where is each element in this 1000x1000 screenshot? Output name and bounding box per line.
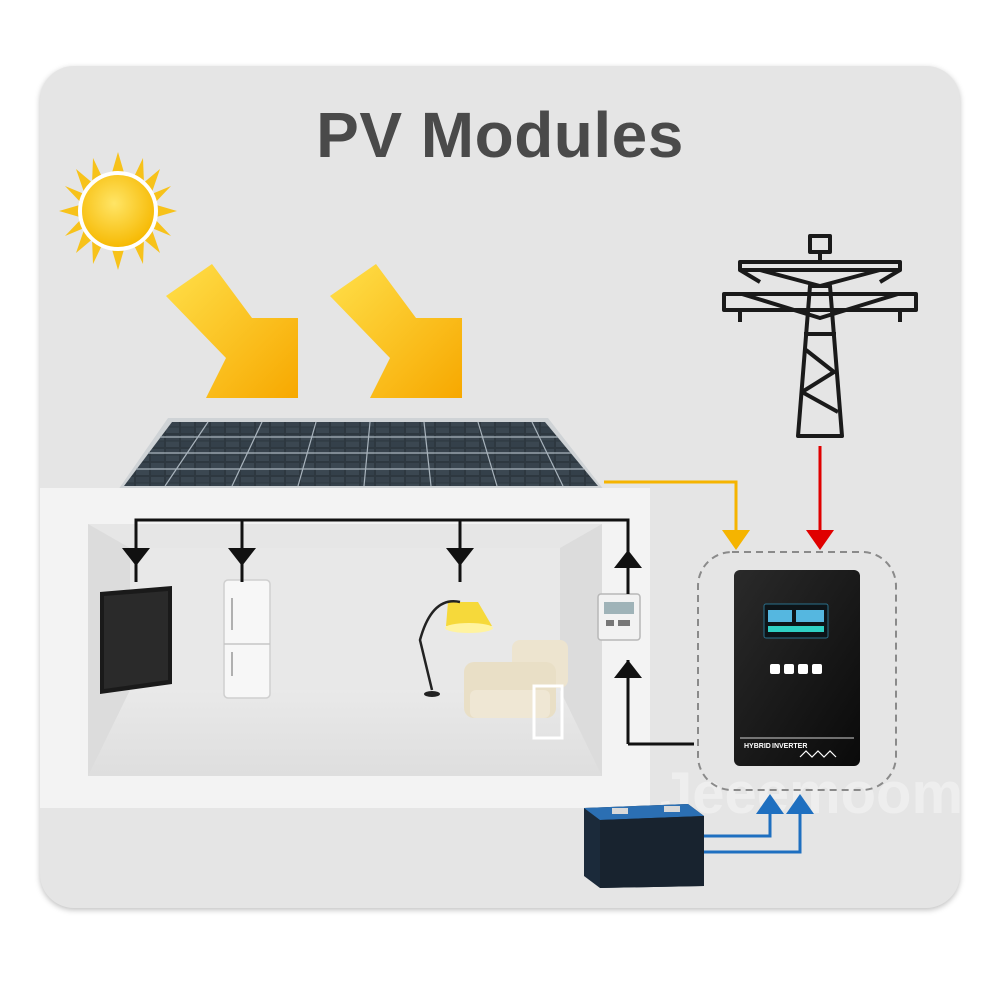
pv-line	[604, 480, 750, 550]
floor-lamp-icon	[418, 600, 493, 697]
lamp-supply-arrow	[446, 548, 474, 566]
sunlight-arrow-left	[166, 264, 298, 398]
battery-charge-arrow	[756, 794, 784, 814]
house-room	[40, 488, 650, 808]
fridge-supply-arrow	[228, 548, 256, 566]
transmission-tower-icon	[722, 234, 918, 438]
battery-icon	[584, 804, 704, 888]
hybrid-inverter-icon: HYBRID INVERTER	[734, 570, 860, 766]
sofa-icon	[464, 640, 568, 740]
grid-line	[806, 446, 834, 550]
inverter-boundary	[697, 551, 897, 791]
meter-up-arrow-top	[614, 550, 642, 568]
inverter-label-inverter: INVERTER	[772, 743, 807, 750]
load-arrows	[122, 548, 642, 678]
watermark: Jeeemoom	[660, 761, 964, 826]
solar-panel-icon	[118, 418, 604, 490]
sunlight-arrow-right	[330, 264, 462, 398]
inverter-label-hybrid: HYBRID	[744, 743, 771, 750]
battery-lines	[702, 812, 802, 854]
meter-up-arrow-bottom	[614, 660, 642, 678]
energy-meter-icon	[597, 593, 641, 641]
sun-icon	[59, 152, 177, 270]
battery-arrows	[756, 794, 814, 814]
battery-discharge-arrow	[786, 794, 814, 814]
diagram-title: PV Modules	[316, 99, 684, 171]
refrigerator-icon	[223, 579, 271, 699]
tv-supply-arrow	[122, 548, 150, 566]
tv-icon	[100, 586, 172, 694]
